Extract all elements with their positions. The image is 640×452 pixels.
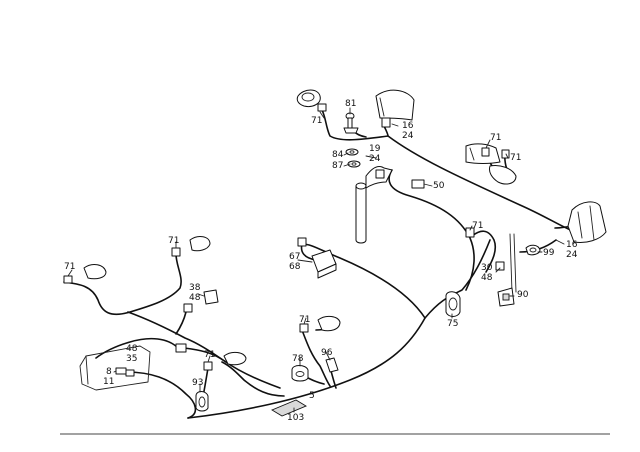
leader-lines <box>67 107 565 413</box>
callout-71-mid: 71 <box>472 221 483 231</box>
top-branch-wire <box>321 109 389 141</box>
callout-24-top: 24 <box>402 131 414 141</box>
grommet-75-part <box>445 291 461 317</box>
branch-71-center-wire <box>301 329 331 387</box>
callout-71-right-a: 71 <box>490 133 501 143</box>
branch-71-mid-wire <box>471 230 497 273</box>
branch-50-wire <box>388 169 475 291</box>
washers-84-87-part <box>345 148 361 168</box>
callout-50: 50 <box>433 181 445 191</box>
lamp-center-part <box>299 315 341 333</box>
center-branch-wire <box>301 243 426 319</box>
callout-71-left-b: 71 <box>168 236 179 246</box>
main-trunk-wire <box>187 239 491 419</box>
pipe-part <box>355 165 393 244</box>
connector-38-48-part <box>183 289 219 313</box>
callout-16-right: 16 <box>566 240 578 250</box>
grommet-93-part <box>195 391 209 412</box>
grommet-78-part <box>291 365 309 382</box>
clip-99-part <box>525 244 541 256</box>
module-67-68-part <box>297 237 337 279</box>
callout-90: 90 <box>517 290 529 300</box>
left-lower-wire <box>183 347 281 389</box>
branch-71-bottom-wire <box>221 361 285 397</box>
connector-71-mid-part <box>465 227 475 238</box>
left-bottom-wire <box>125 371 197 419</box>
callout-35: 35 <box>126 354 137 364</box>
harness-wires <box>63 109 579 419</box>
callout-24-mid: 24 <box>369 154 381 164</box>
top-housing-part <box>375 89 415 128</box>
callout-103: 103 <box>287 413 304 423</box>
callout-84: 84 <box>332 150 344 160</box>
callout-67: 67 <box>289 252 300 262</box>
screw-81-part <box>343 112 359 134</box>
rear-lamp-right-part <box>465 143 517 185</box>
tail-lamp-part <box>567 201 607 243</box>
callout-30: 30 <box>481 263 493 273</box>
upper-diagonal-wire <box>387 135 576 233</box>
callout-48-bottom: 48 <box>126 344 138 354</box>
callout-99: 99 <box>543 248 555 258</box>
left-38-wire <box>175 311 187 335</box>
callout-19: 19 <box>369 144 381 154</box>
callout-71-bottom: 71 <box>204 350 215 360</box>
callout-93: 93 <box>192 378 203 388</box>
lamp-left-b-part <box>171 236 211 257</box>
callout-11: 11 <box>103 377 114 387</box>
callout-78: 78 <box>292 354 304 364</box>
connector-50-part <box>411 179 425 189</box>
parts <box>63 89 607 417</box>
callout-48-right: 48 <box>481 273 493 283</box>
bumper-bracket-part <box>79 345 151 391</box>
callout-71-right-b: 71 <box>510 153 521 163</box>
left-upper-wire-2 <box>127 311 227 363</box>
callout-5: 5 <box>309 391 315 401</box>
top-lamp-part <box>296 89 327 112</box>
callout-labels: 71 81 16 24 84 87 19 24 71 71 50 71 16 2… <box>64 99 578 423</box>
bracket-90-part <box>497 287 515 307</box>
callout-48-left: 48 <box>189 293 201 303</box>
lamp-left-a-part <box>63 264 107 284</box>
connector-left-mid-part <box>175 343 187 353</box>
clip-96-part <box>325 357 339 373</box>
callout-71-top: 71 <box>311 116 322 126</box>
callout-71-center: 71 <box>299 315 310 325</box>
left-upper-wire <box>63 253 182 316</box>
lamp-bottom-part <box>203 351 247 371</box>
rod-part <box>495 233 517 293</box>
callout-38: 38 <box>189 283 201 293</box>
callout-96: 96 <box>321 348 333 358</box>
plate-103-part <box>271 399 307 417</box>
callout-81: 81 <box>345 99 356 109</box>
callout-71-left-a: 71 <box>64 262 75 272</box>
callout-8: 8 <box>106 367 112 377</box>
callout-75: 75 <box>447 319 458 329</box>
callout-16-top: 16 <box>402 121 414 131</box>
right-branch-99-wire <box>519 239 557 253</box>
callout-24-right: 24 <box>566 250 578 260</box>
callout-87: 87 <box>332 161 343 171</box>
callout-68: 68 <box>289 262 301 272</box>
